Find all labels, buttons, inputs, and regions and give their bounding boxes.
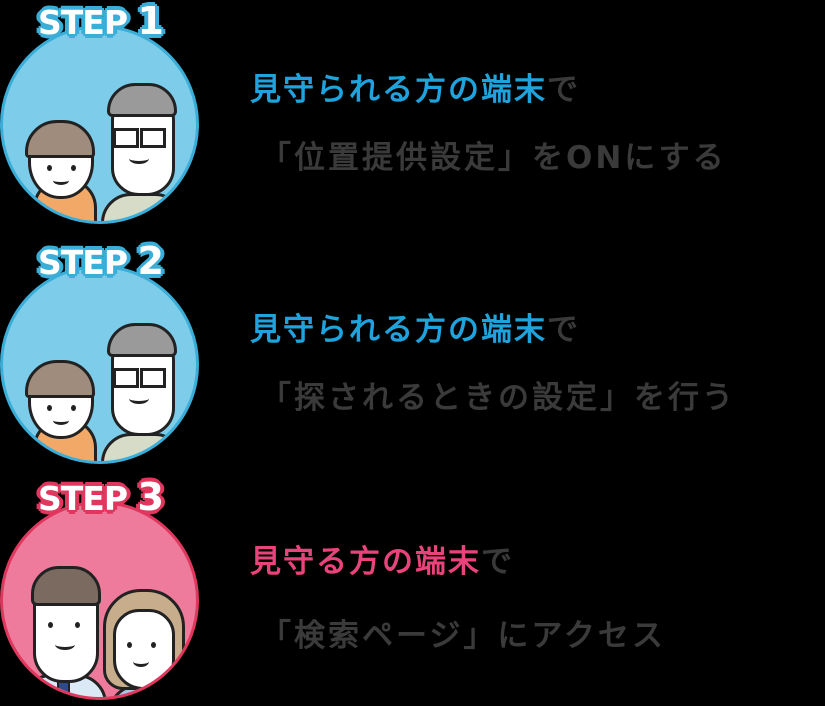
step-3-label: STEP 3 [38,475,164,519]
step-2-illustration-circle [0,265,199,464]
step-3: STEP 3 見守る方の端末で 「検索ページ」にアクセス [0,476,825,706]
step-2: STEP 2 見守られる方の端末で 「探されるときの設定」を行う [0,240,825,470]
step-2-instruction: 「探されるときの設定」を行う [260,380,736,416]
step-1-heading: 見守られる方の端末で [250,72,580,108]
step-2-badge: STEP 2 [0,240,200,465]
step-1-badge: STEP 1 [0,0,200,225]
step-2-heading: 見守られる方の端末で [250,312,580,348]
step-3-badge: STEP 3 [0,476,200,701]
step-1-instruction: 「位置提供設定」をONにする [260,140,727,176]
step-1-label: STEP 1 [38,0,164,43]
step-3-instruction: 「検索ページ」にアクセス [260,618,666,654]
step-1-illustration-circle [0,25,199,224]
step-3-heading: 見守る方の端末で [250,544,514,580]
step-3-illustration-circle [0,501,199,700]
step-2-label: STEP 2 [38,239,164,283]
step-1: STEP 1 見守られる方の端末で 「位置提供設定」をONにする [0,0,825,230]
